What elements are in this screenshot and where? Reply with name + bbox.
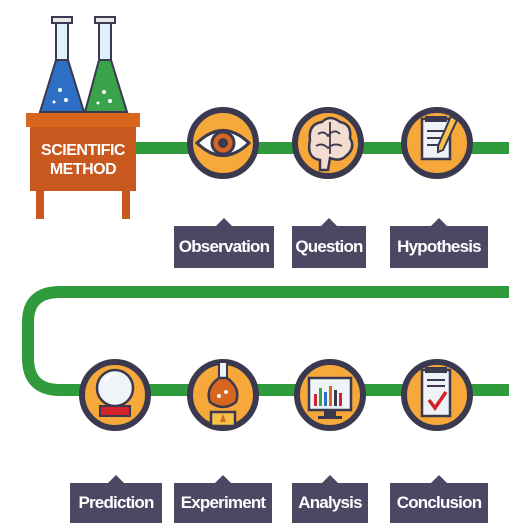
step-question xyxy=(292,107,364,179)
step-hypothesis xyxy=(401,107,473,179)
green-flask-icon xyxy=(83,16,129,113)
step-experiment xyxy=(187,359,259,431)
crystal-ball-icon xyxy=(95,368,135,417)
label-conclusion: Conclusion xyxy=(390,475,488,523)
flask-burner-icon xyxy=(207,361,239,428)
label-hypothesis: Hypothesis xyxy=(390,218,488,268)
step-conclusion xyxy=(401,359,473,431)
step-analysis xyxy=(294,359,366,431)
label-analysis: Analysis xyxy=(292,475,368,523)
brain-icon xyxy=(307,116,354,172)
bar-chart-monitor-icon xyxy=(307,376,353,419)
step-prediction xyxy=(79,359,151,431)
label-prediction: Prediction xyxy=(70,475,162,523)
step-observation xyxy=(187,107,259,179)
blue-flask-icon xyxy=(38,16,86,113)
table-icon xyxy=(26,113,140,219)
eye-icon xyxy=(194,129,252,157)
label-experiment: Experiment xyxy=(174,475,272,523)
checklist-icon xyxy=(420,367,452,418)
table-title-line-1: SCIENTIFIC xyxy=(41,142,125,159)
notepad-pencil-icon xyxy=(420,114,459,161)
label-question: Question xyxy=(292,218,366,268)
label-observation: Observation xyxy=(174,218,274,268)
table-title: SCIENTIFIC METHOD xyxy=(30,129,136,191)
table-title-line-2: METHOD xyxy=(49,161,117,178)
